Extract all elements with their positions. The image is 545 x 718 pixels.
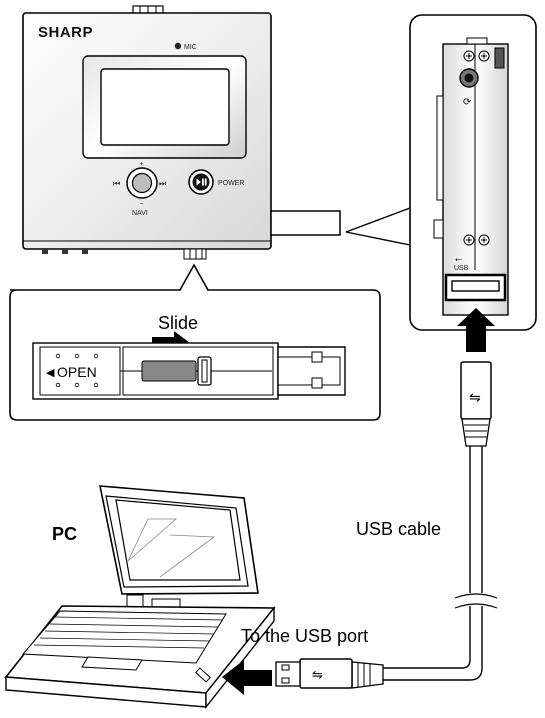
- connector-detail-panel: Slide ◀ OPEN: [10, 265, 380, 420]
- navi-label: NAVI: [132, 210, 148, 217]
- slider-knob[interactable]: [142, 361, 196, 381]
- usb-port-instruction: To the USB port: [241, 626, 368, 646]
- player-front-view: SHARP MIC + − ⏮ ⏭ NAVI POWER: [23, 6, 340, 259]
- slide-label: Slide: [158, 313, 198, 333]
- usb-port-label: USB: [454, 265, 469, 272]
- cable-usb-icon: ⇋: [469, 389, 481, 405]
- mic-icon: [175, 43, 181, 49]
- mic-label: MIC: [184, 44, 197, 51]
- usb-cable-label: USB cable: [356, 519, 441, 539]
- side-view-panel: ⟳ ⭠ USB: [410, 15, 536, 330]
- navi-minus: −: [140, 201, 144, 208]
- headphone-icon: ⟳: [463, 97, 472, 108]
- side-view-callout: [346, 208, 410, 245]
- brand-logo: SHARP: [38, 24, 93, 41]
- prev-icon: ⏮: [113, 179, 120, 188]
- next-icon: ⏭: [159, 179, 166, 188]
- power-label: POWER: [218, 180, 244, 187]
- usb-plug-bar: [271, 211, 340, 235]
- plug-usb-icon: ⇋: [312, 667, 323, 682]
- display-screen: [101, 69, 229, 145]
- open-arrow-icon: ◀: [46, 367, 55, 379]
- laptop-screen: [116, 500, 240, 580]
- navi-plus: +: [140, 161, 144, 168]
- usb-trident-icon: ⭠: [455, 254, 462, 264]
- pc-label: PC: [52, 524, 77, 544]
- open-label: OPEN: [57, 364, 97, 380]
- bottom-ports: [42, 249, 206, 259]
